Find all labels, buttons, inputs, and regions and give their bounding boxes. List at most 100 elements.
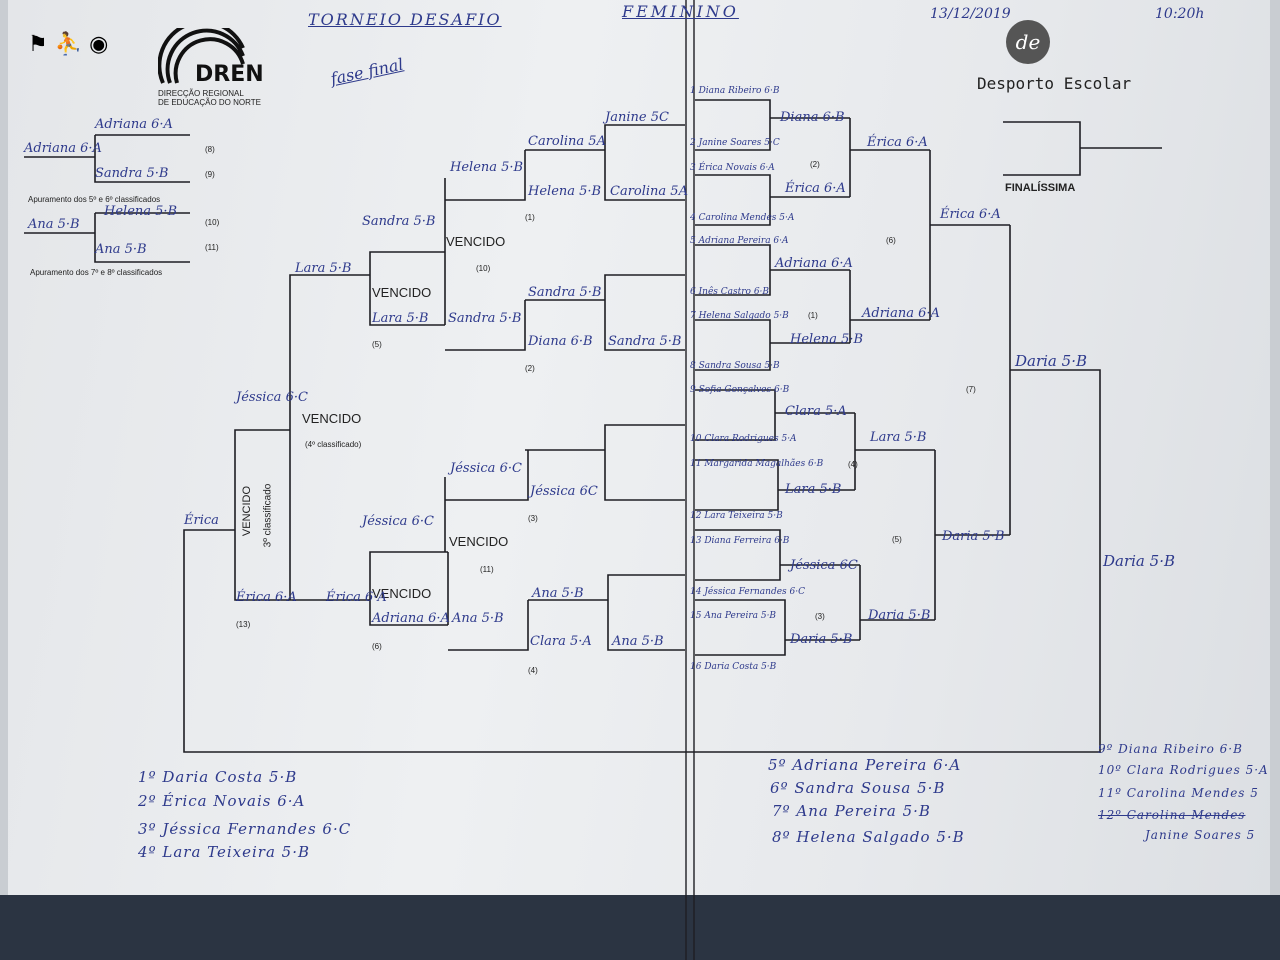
wb-match-7: (7) [966, 385, 976, 394]
slot-6: 6 Inês Castro 6·B [690, 287, 770, 297]
losers-r3-lines [234, 274, 370, 601]
slot-1: 1 Diana Ribeiro 6·B [690, 86, 780, 96]
p78-winner: Ana 5·B [28, 217, 80, 232]
champion: Daria 5·B [1103, 552, 1175, 570]
winners-r3-lines [929, 150, 1010, 620]
lb-b-2: Diana 6·B [528, 334, 593, 349]
dren-name: DREN [195, 62, 264, 87]
vencido-label-6: VENCIDO [241, 485, 254, 537]
lb-r4-2: Érica 6·A [236, 590, 297, 605]
finalissima-label: FINALÍSSIMA [1005, 182, 1076, 194]
date: 13/12/2019 [930, 6, 1011, 22]
lb-d-3: Ana 5·B [612, 634, 664, 649]
lb-r3-1: Sandra 5·B [362, 214, 436, 229]
lb-match-3: (3) [528, 514, 538, 523]
slot-10: 10 Clara Rodrigues 5·A [690, 434, 797, 444]
wb-r2-1: Érica 6·A [867, 135, 928, 150]
lb-r3-4: Érica 6·A [326, 590, 387, 605]
lb-r2-3: Jéssica 6·C [450, 461, 522, 476]
lb-r2-loser-1: Lara 5·B [372, 311, 429, 326]
wb-match-3: (3) [815, 612, 825, 621]
slot-4: 4 Carolina Mendes 5·A [690, 213, 795, 223]
wb-r2-2: Adriana 6·A [862, 306, 940, 321]
dren-sub1: DIRECÇÃO REGIONAL [158, 89, 244, 98]
wb-match-5: (5) [892, 535, 902, 544]
lb-match-5: (5) [372, 340, 382, 349]
wb-r1-4: Helena 5·B [790, 332, 864, 347]
dren-sub2: DE EDUCAÇÃO DO NORTE [158, 98, 261, 107]
third-place-label: 3º classificado [262, 483, 274, 548]
lb-match-11: (11) [480, 565, 494, 574]
school-sports-logos-icon: ⚑ ⛹ ◉ [28, 32, 109, 57]
dren-logo-icon [158, 28, 245, 84]
result-12-struck: 12º Carolina Mendes [1098, 808, 1246, 822]
desporto-escolar-name: Desporto Escolar [977, 74, 1132, 93]
p78-n1: (10) [205, 218, 220, 227]
bracket-sheet [8, 0, 1270, 895]
result-5: 5º Adriana Pereira 6·A [768, 756, 962, 774]
lb-a-4: Carolina 5A [610, 184, 688, 199]
result-8: 8º Helena Salgado 5·B [772, 828, 965, 846]
vencido-label-3: VENCIDO [372, 285, 432, 300]
slot-9: 9 Sofia Gonçalves 6·B [690, 385, 790, 395]
wb-r3-1: Érica 6·A [940, 207, 1001, 222]
slot-8: 8 Sandra Sousa 5·B [690, 361, 780, 371]
result-3: 3º Jéssica Fernandes 6·C [138, 820, 352, 838]
tournament-title: TORNEIO DESAFIO [308, 10, 502, 29]
result-2: 2º Érica Novais 6·A [138, 792, 306, 810]
wb-r1-2: Érica 6·A [785, 181, 846, 196]
result-4: 4º Lara Teixeira 5·B [138, 843, 311, 861]
wb-r2-4: Daria 5·B [868, 608, 931, 623]
result-9: 9º Diana Ribeiro 6·B [1098, 742, 1243, 756]
p56-n2: (9) [205, 170, 215, 179]
slot-2: 2 Janine Soares 5·C [690, 138, 780, 148]
background-floor [0, 895, 1280, 960]
lb-r4-1: Jéssica 6·C [236, 390, 308, 405]
gender-label: FEMININO [622, 2, 739, 21]
placement-lines [24, 134, 190, 263]
vencido-label-4: VENCIDO [372, 586, 432, 601]
center-divider [685, 0, 695, 960]
desporto-escolar-logo-icon: de [1006, 20, 1050, 64]
vencido-label-1: VENCIDO [446, 234, 506, 249]
winners-r1-lines [695, 99, 860, 656]
wb-r1-1: Diana 6·B [780, 110, 845, 125]
lb-r3-3: Jéssica 6·C [362, 514, 434, 529]
wb-r3-2: Daria 5·B [942, 529, 1005, 544]
wb-match-4: (4) [848, 460, 858, 469]
lb-a-2: Janine 5C [605, 110, 669, 125]
wb-r1-3: Adriana 6·A [775, 256, 853, 271]
lb-r2-1: Helena 5·B [450, 160, 524, 175]
slot-3: 3 Érica Novais 6·A [690, 163, 775, 173]
lb-d-2: Clara 5·A [530, 634, 592, 649]
result-7: 7º Ana Pereira 5·B [772, 802, 931, 820]
losers-r2-lines [369, 150, 529, 651]
lb-r2-loser-2: Adriana 6·A [372, 611, 450, 626]
p78-bottom: Ana 5·B [95, 242, 147, 257]
slot-5: 5 Adriana Pereira 6·A [690, 236, 789, 246]
time: 10:20h [1155, 6, 1205, 22]
p78-n2: (11) [205, 243, 219, 252]
lb-b-1: Sandra 5·B [528, 285, 602, 300]
lb-a-3: Helena 5·B [528, 184, 602, 199]
lb-b-3: Sandra 5·B [608, 334, 682, 349]
result-10: 10º Clara Rodrigues 5·A [1098, 763, 1269, 777]
lb-r2-2: Sandra 5·B [448, 311, 522, 326]
wb-match-6: (6) [886, 236, 896, 245]
lb-d-1: Ana 5·B [532, 586, 584, 601]
slot-13: 13 Diana Ferreira 6·B [690, 536, 790, 546]
wb-r1-7: Jéssica 6C [790, 558, 858, 573]
lb-a-1: Carolina 5A [528, 134, 606, 149]
lb-match-4: (4) [528, 666, 538, 675]
wb-match-2: (2) [810, 160, 820, 169]
p56-bottom: Sandra 5·B [95, 166, 169, 181]
p78-label: Apuramento dos 7º e 8º classificados [30, 268, 163, 277]
p56-winner: Adriana 6·A [24, 141, 102, 156]
slot-7: 7 Helena Salgado 5·B [690, 311, 789, 321]
p56-top: Adriana 6·A [95, 117, 173, 132]
lb-c-1: Jéssica 6C [530, 484, 598, 499]
slot-16: 16 Daria Costa 5·B [690, 662, 777, 672]
lb-winner: Érica [184, 513, 219, 528]
winners-r2-lines [849, 118, 935, 640]
